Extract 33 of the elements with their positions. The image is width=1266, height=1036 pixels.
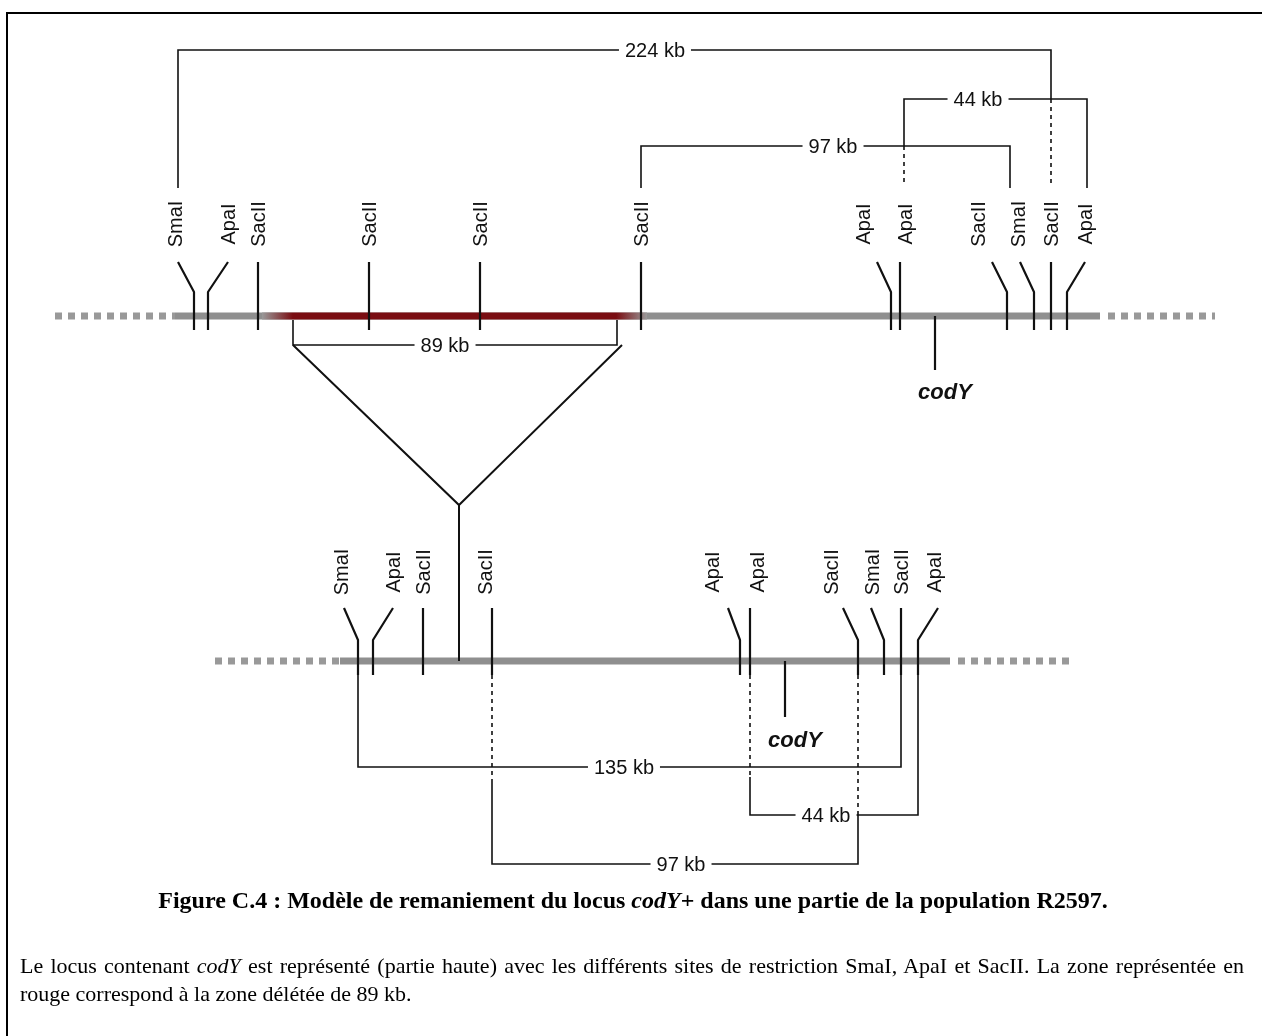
restriction-site-label: ApaI [218, 203, 238, 245]
restriction-site-label: ApaI [895, 203, 915, 245]
restriction-site-label: SacII [891, 549, 911, 595]
restriction-site-label: SmaI [331, 548, 351, 596]
restriction-site-label: ApaI [702, 551, 722, 593]
restriction-site-label: ApaI [383, 551, 403, 593]
gene-label: codY [768, 729, 822, 751]
figure-caption: Le locus contenant codY est représenté (partie haute) avec les différents sites de restriction SmaI, ApaI et SacII. La zone représentée en rouge correspond à la zone délétée de 89 kb. [20, 952, 1244, 1008]
figure-title: Figure C.4 : Modèle de remaniement du locus codY+ dans une partie de la population R2597. [157, 886, 1109, 914]
restriction-site-label: SacII [475, 549, 495, 595]
restriction-site-label: SmaI [862, 548, 882, 596]
dimension-label: 97 kb [802, 136, 864, 156]
restriction-site-label: SacII [248, 201, 268, 247]
dimension-label: 135 kb [587, 757, 661, 777]
restriction-site-label: SacII [631, 201, 651, 247]
restriction-site-label: SacII [413, 549, 433, 595]
restriction-site-label: SacII [968, 201, 988, 247]
gene-label: codY [918, 381, 972, 403]
restriction-site-label: ApaI [924, 551, 944, 593]
dimension-label: 97 kb [650, 854, 712, 874]
dimension-label: 44 kb [795, 805, 857, 825]
restriction-site-label: SmaI [165, 200, 185, 248]
dimension-label: 224 kb [618, 40, 692, 60]
restriction-site-label: ApaI [747, 551, 767, 593]
restriction-site-label: ApaI [853, 203, 873, 245]
restriction-site-label: SmaI [1008, 200, 1028, 248]
dimension-label: 44 kb [947, 89, 1009, 109]
restriction-site-label: SacII [359, 201, 379, 247]
restriction-site-label: SacII [1041, 201, 1061, 247]
dimension-label: 89 kb [414, 335, 476, 355]
restriction-site-label: ApaI [1075, 203, 1095, 245]
restriction-site-label: SacII [821, 549, 841, 595]
restriction-site-label: SacII [470, 201, 490, 247]
